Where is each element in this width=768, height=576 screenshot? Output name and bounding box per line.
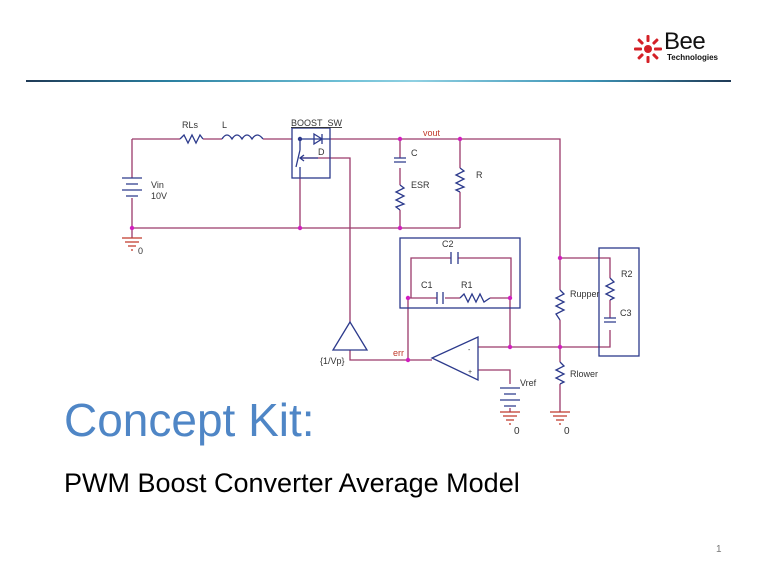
components — [122, 127, 640, 407]
label-r: R — [476, 170, 483, 180]
compensation-box — [399, 237, 521, 309]
label-rls: RLs — [182, 120, 199, 130]
grounds — [122, 237, 570, 425]
slide-subtitle: PWM Boost Converter Average Model — [64, 468, 520, 498]
r2-c3-box — [598, 247, 640, 357]
vin-battery — [122, 177, 142, 197]
capacitor-c1 — [436, 292, 444, 304]
error-amplifier — [430, 335, 479, 382]
rls-resistor — [179, 133, 204, 145]
gain-block — [331, 320, 369, 351]
ground-vref-icon — [500, 411, 520, 425]
wire-err-gain — [349, 350, 408, 361]
resistor-r2 — [604, 277, 616, 301]
vref-battery — [500, 387, 520, 407]
label-vout: vout — [423, 128, 441, 138]
resistor-rlower — [554, 361, 566, 385]
capacitor-c2 — [450, 252, 459, 264]
label-err: err — [393, 348, 404, 358]
wire-c2 — [410, 257, 512, 298]
inductor-l — [221, 134, 264, 141]
capacitor-c — [394, 157, 406, 163]
label-rupper: Rupper — [570, 289, 600, 299]
ground-rlower-icon — [550, 411, 570, 425]
label-c3: C3 — [620, 308, 632, 318]
label-esr: ESR — [411, 180, 430, 190]
wire-vout — [330, 138, 561, 258]
page-number: 1 — [716, 544, 722, 555]
label-gnd-vin: 0 — [138, 246, 143, 256]
label-l: L — [222, 120, 227, 130]
label-c2: C2 — [442, 239, 454, 249]
starburst-logo-icon — [634, 35, 662, 63]
label-vin-value: 10V — [151, 191, 167, 201]
switch-node — [297, 136, 303, 142]
wire-duty — [300, 157, 351, 322]
slide-title: Concept Kit: — [64, 394, 315, 446]
label-rlower: Rlower — [570, 369, 598, 379]
label-d: D — [318, 147, 325, 157]
label-gnd-vref: 0 — [514, 426, 520, 437]
ground-vin-icon — [122, 237, 142, 251]
wire-r2-c3 — [560, 257, 611, 348]
wires — [131, 138, 611, 412]
label-vin: Vin — [151, 180, 164, 190]
wire-c1-r1 — [407, 297, 511, 360]
resistor-r — [454, 167, 466, 193]
label-opamp-minus: - — [468, 347, 471, 354]
resistor-r1 — [459, 292, 491, 304]
junction-nodes — [129, 136, 563, 363]
bee-technologies-logo: Bee Technologies — [634, 28, 734, 72]
resistor-rupper — [554, 289, 566, 321]
switch-control-arrow — [298, 154, 318, 162]
label-boost-sw: BOOST_SW — [291, 118, 343, 128]
label-r2: R2 — [621, 269, 633, 279]
label-opamp-plus: + — [468, 369, 472, 376]
label-gnd-rlower: 0 — [564, 426, 570, 437]
capacitor-c3 — [604, 317, 616, 323]
label-gain: {1/Vp} — [320, 356, 345, 366]
resistor-esr — [394, 184, 406, 211]
diode-icon — [300, 132, 330, 146]
label-vref: Vref — [520, 378, 537, 388]
logo-tagline-text: Technologies — [667, 53, 718, 62]
label-c1: C1 — [421, 280, 433, 290]
label-c: C — [411, 148, 418, 158]
wire-opamp-plus — [478, 369, 511, 384]
label-r1: R1 — [461, 280, 473, 290]
header-divider — [26, 80, 731, 82]
boost-switch-box — [291, 127, 331, 179]
logo-brand-text: Bee — [664, 28, 706, 55]
